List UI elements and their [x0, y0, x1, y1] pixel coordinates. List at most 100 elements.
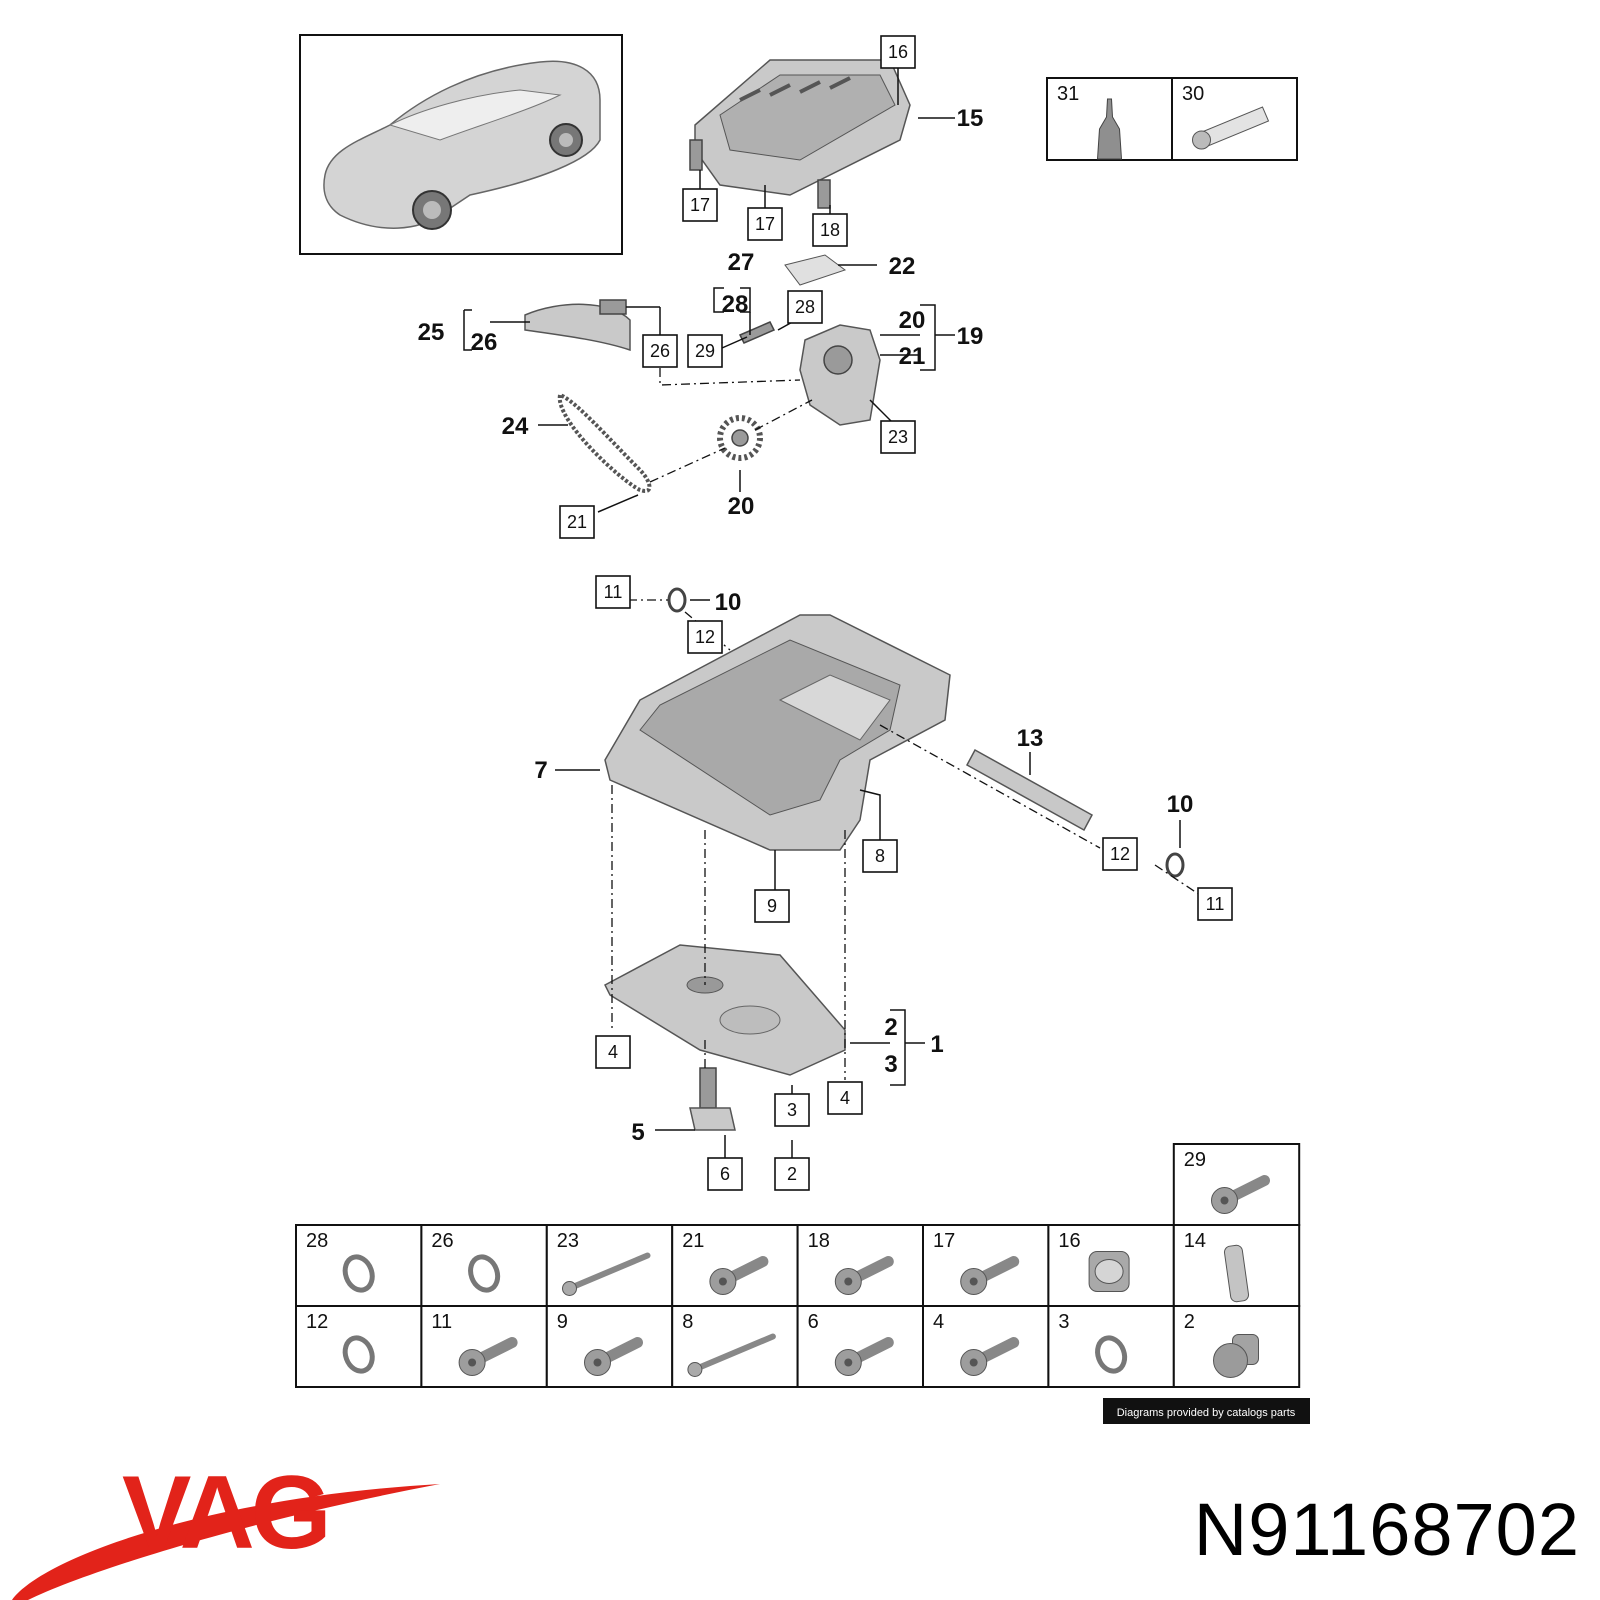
bolt-icon — [458, 1337, 518, 1376]
boxed-callout-label: 23 — [888, 427, 908, 447]
boxed-callout: 11 — [1197, 887, 1233, 921]
part-cell: 23 — [545, 1224, 674, 1307]
seal-ring-icon — [468, 1254, 501, 1293]
part-cell-number: 12 — [306, 1311, 328, 1333]
part-cell-number: 14 — [1184, 1230, 1206, 1252]
bolt-icon — [1211, 1175, 1270, 1214]
part-cell: 28 — [295, 1224, 423, 1307]
part-cell: 8 — [671, 1305, 799, 1388]
credit-banner: Diagrams provided by catalogs parts — [1103, 1398, 1310, 1424]
boxed-callout: 2 — [774, 1157, 810, 1191]
callout-label: 10 — [1167, 791, 1194, 818]
boxed-callout: 4 — [595, 1035, 631, 1069]
timing-chain-drawing — [557, 392, 652, 493]
part-number: N91168702 — [1194, 1488, 1580, 1571]
part-cell: 6 — [796, 1305, 924, 1388]
part-cell: 17 — [922, 1224, 1050, 1307]
boxed-callout: 8 — [862, 839, 898, 873]
part-cell-number: 2 — [1184, 1311, 1195, 1333]
part-cell: 26 — [420, 1224, 548, 1307]
oil-pan-housing-drawing — [604, 614, 951, 851]
seal-ring-icon — [342, 1254, 375, 1293]
callout-label: 27 — [728, 249, 755, 276]
leader-lines — [463, 68, 1201, 1160]
part-cell: 2 — [1172, 1305, 1301, 1388]
part-cell-number: 6 — [808, 1311, 819, 1333]
boxed-callout-label: 3 — [787, 1100, 797, 1120]
part-cell: 18 — [796, 1224, 924, 1307]
long-bolt-icon — [562, 1252, 651, 1296]
boxed-callout: 17 — [747, 207, 783, 241]
boxed-callout-label: 21 — [567, 512, 587, 532]
seal-ring-icon — [1095, 1335, 1128, 1374]
part-cell-number: 26 — [431, 1230, 453, 1252]
sealant-bottle-icon — [1096, 98, 1123, 160]
part-cell-number: 17 — [933, 1230, 955, 1252]
boxed-callout-label: 2 — [787, 1164, 797, 1184]
callout-label: 22 — [889, 253, 916, 280]
callout-label: 25 — [418, 319, 445, 346]
boxed-callout: 11 — [595, 575, 631, 609]
bolt-icon — [834, 1256, 894, 1295]
callout-label: 20 — [728, 493, 755, 520]
callout-label: 24 — [502, 413, 529, 440]
boxed-callout-label: 12 — [1110, 844, 1130, 864]
callout-label: 26 — [471, 329, 498, 356]
boxed-callout-label: 9 — [767, 896, 777, 916]
part-cell: 9 — [545, 1305, 674, 1388]
boxed-callout-label: 16 — [888, 42, 908, 62]
boxed-callout-label: 17 — [690, 195, 710, 215]
boxed-callout-label: 26 — [650, 341, 670, 361]
callout-label: 7 — [534, 757, 547, 784]
bolt-icon — [960, 1337, 1020, 1376]
sprocket-drawing — [717, 415, 763, 461]
oil-pipe-drawing — [965, 748, 1094, 832]
boxed-callout-label: 28 — [795, 297, 815, 317]
callout-label: 13 — [1017, 725, 1044, 752]
oil-pump-drawing — [784, 254, 881, 426]
callout-label: 5 — [631, 1119, 644, 1146]
boxed-callout: 12 — [1102, 837, 1138, 871]
part-cell-number: 16 — [1058, 1230, 1080, 1252]
callout-label: 3 — [884, 1051, 897, 1078]
part-cell-number: 8 — [682, 1311, 693, 1333]
boxed-callout: 18 — [812, 213, 848, 247]
bolt-icon — [584, 1337, 643, 1376]
oil-baffle-drawing — [524, 299, 631, 352]
upper-oil-pan-drawing — [689, 59, 911, 209]
callout-label: 10 — [715, 589, 742, 616]
part-cell: 11 — [420, 1305, 548, 1388]
dowel-icon — [1223, 1244, 1250, 1303]
part-cell-number: 28 — [306, 1230, 328, 1252]
boxed-callout: 28 — [787, 290, 823, 324]
part-cell-number: 4 — [933, 1311, 944, 1333]
callout-label: 21 — [899, 343, 926, 370]
callout-label: 20 — [899, 307, 926, 334]
part-cell: 21 — [671, 1224, 799, 1307]
part-cell: 4 — [922, 1305, 1050, 1388]
boxed-callout: 26 — [642, 334, 678, 368]
oil-sump-drawing — [604, 944, 846, 1076]
boxed-callout-label: 17 — [755, 214, 775, 234]
boxed-callout: 3 — [774, 1093, 810, 1127]
part-cell-number: 3 — [1058, 1311, 1069, 1333]
boxed-callout: 9 — [754, 889, 790, 923]
part-cell: 12 — [295, 1305, 423, 1388]
drain-plug-icon — [1213, 1334, 1259, 1378]
boxed-callout-label: 12 — [695, 627, 715, 647]
part-cell-number: 23 — [557, 1230, 579, 1252]
boxed-callout-label: 11 — [1206, 894, 1225, 914]
part-cell-number: 21 — [682, 1230, 704, 1252]
bolt-icon — [709, 1256, 769, 1295]
part-cell: 29 — [1172, 1143, 1301, 1226]
boxed-callout-label: 8 — [875, 846, 885, 866]
boxed-callout-label: 11 — [604, 582, 623, 602]
boxed-callout-label: 4 — [608, 1042, 618, 1062]
part-cell-number: 9 — [557, 1311, 568, 1333]
part-cell-number: 31 — [1057, 83, 1079, 105]
seal-ring-icon — [342, 1335, 375, 1374]
